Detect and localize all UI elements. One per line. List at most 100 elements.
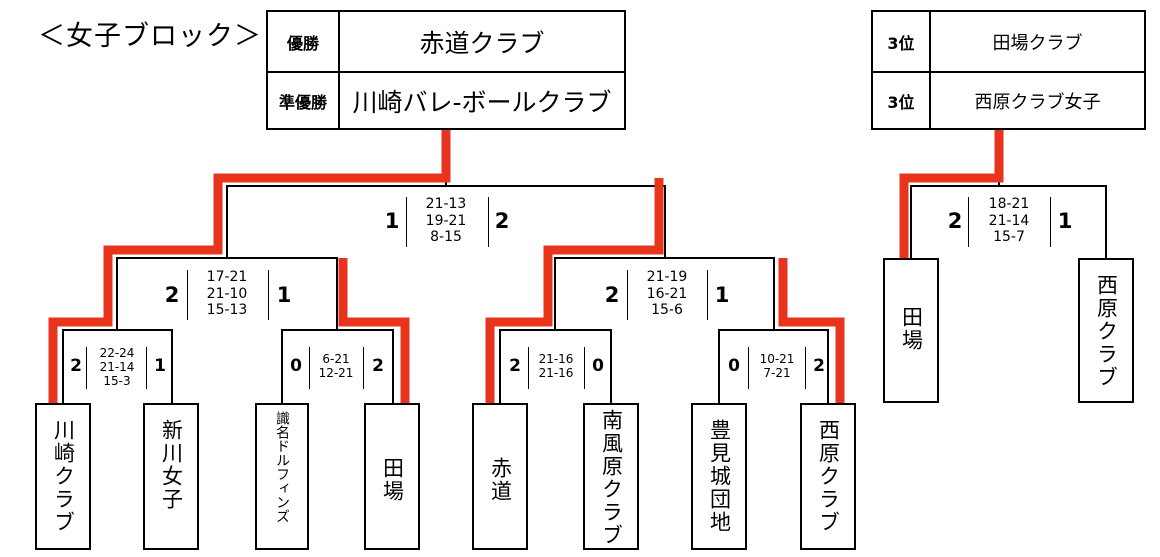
set-scores: 17-21 21-10 15-13: [192, 269, 262, 319]
right-match-score: 1: [154, 356, 166, 376]
bracket-line-third-place: [910, 185, 1107, 258]
table-divider: [268, 71, 624, 73]
page-title: ＜女子ブロック＞: [38, 21, 262, 52]
set-score: 17-21: [206, 269, 248, 285]
team-name: 南風原クラブ: [599, 409, 624, 547]
team-box: 川崎クラブ: [35, 403, 91, 550]
third-place-name-1: 田場クラブ: [992, 32, 1083, 54]
set-score: 21-13: [425, 196, 467, 212]
set-score: 21-19: [646, 269, 688, 285]
score-separator: [406, 197, 407, 247]
team-box: 西原クラブ: [1078, 258, 1134, 403]
left-match-score: 1: [384, 209, 400, 233]
left-match-score: 0: [290, 356, 302, 376]
winner-path-third-place: [899, 130, 1004, 258]
third-place-label-1: 3位: [873, 12, 931, 71]
third-place-result-table: 3位 田場クラブ 3位 西原クラブ女子: [871, 10, 1146, 130]
set-score: 15-6: [651, 302, 683, 319]
team-name: 西原クラブ: [816, 419, 841, 534]
score-separator: [627, 270, 628, 320]
right-match-score: 2: [494, 209, 510, 233]
score-separator: [146, 347, 147, 389]
left-match-score: 2: [70, 356, 82, 376]
bracket-black-lines: [62, 130, 1107, 403]
third-place-name-2: 西原クラブ女子: [974, 91, 1101, 113]
right-match-score: 2: [372, 356, 384, 376]
set-scores: 21-13 19-21 8-15: [410, 196, 482, 246]
winner-label: 優勝: [268, 12, 340, 71]
winner-path-kawasaki: [48, 130, 451, 403]
set-score: 19-21: [425, 212, 467, 229]
winner-path-nishihara-r1: [778, 258, 845, 403]
set-score: 8-15: [430, 229, 462, 246]
set-score: 12-21: [318, 366, 354, 381]
set-score: 21-16: [538, 352, 574, 366]
set-score: 15-13: [206, 302, 248, 319]
set-score: 10-21: [759, 352, 795, 366]
third-place-label-2: 3位: [873, 73, 931, 128]
runner-up-name: 川崎バレ-ボールクラブ: [352, 87, 612, 117]
score-separator: [86, 347, 87, 389]
winner-path-taba-r1: [338, 258, 410, 403]
set-score: 21-14: [99, 360, 135, 375]
team-box: 西原クラブ: [800, 403, 856, 550]
set-scores: 22-24 21-14 15-3: [91, 346, 143, 388]
set-scores: 6-21 12-21: [312, 352, 360, 380]
right-match-score: 0: [592, 356, 604, 376]
team-box: 田場: [364, 403, 420, 550]
team-box: 新川女子: [143, 403, 199, 550]
team-box: 豊見城団地: [691, 403, 747, 550]
set-score: 18-21: [988, 196, 1030, 212]
score-separator: [968, 197, 969, 247]
left-match-score: 2: [164, 283, 180, 307]
left-match-score: 2: [604, 283, 620, 307]
team-name: 田場: [899, 306, 924, 352]
left-match-score: 0: [728, 356, 740, 376]
right-match-score: 2: [813, 356, 825, 376]
set-scores: 21-19 16-21 15-6: [632, 269, 702, 319]
right-match-score: 1: [1057, 209, 1073, 233]
score-separator: [309, 347, 310, 389]
set-score: 21-16: [538, 366, 574, 381]
right-match-score: 1: [714, 283, 730, 307]
set-score: 21-10: [206, 285, 248, 302]
score-separator: [268, 270, 269, 320]
set-score: 7-21: [763, 366, 791, 381]
score-separator: [528, 347, 529, 389]
set-scores: 10-21 7-21: [751, 352, 803, 380]
right-match-score: 1: [276, 283, 292, 307]
team-box: 南風原クラブ: [583, 403, 639, 550]
left-match-score: 2: [509, 356, 521, 376]
third-place-row-1: 3位 田場クラブ: [873, 12, 1144, 71]
third-place-row-2: 3位 西原クラブ女子: [873, 73, 1144, 128]
set-score: 15-7: [993, 229, 1025, 246]
team-name: 豊見城団地: [707, 419, 732, 534]
table-divider: [873, 71, 1144, 73]
championship-result-table: 優勝 赤道クラブ 準優勝 川崎バレ-ボールクラブ: [266, 10, 626, 130]
score-separator: [805, 347, 806, 389]
set-score: 22-24: [99, 346, 135, 360]
score-separator: [748, 347, 749, 389]
winner-row: 優勝 赤道クラブ: [268, 12, 624, 71]
team-name: 識名ドルフィンズ: [274, 411, 290, 523]
score-separator: [707, 270, 708, 320]
team-name: 新川女子: [159, 419, 184, 511]
set-score: 16-21: [646, 285, 688, 302]
score-separator: [1050, 197, 1051, 247]
winner-name: 赤道クラブ: [419, 28, 545, 58]
team-name: 西原クラブ: [1094, 274, 1119, 389]
runner-up-label: 準優勝: [268, 73, 340, 128]
team-name: 田場: [380, 457, 405, 503]
team-name: 川崎クラブ: [51, 419, 76, 534]
team-name: 赤道: [488, 457, 513, 503]
runner-up-row: 準優勝 川崎バレ-ボールクラブ: [268, 73, 624, 128]
team-box: 識名ドルフィンズ: [255, 403, 309, 550]
score-separator: [187, 270, 188, 320]
bracket-winner-lines: [48, 130, 1004, 403]
set-score: 6-21: [322, 352, 350, 366]
team-box: 田場: [883, 258, 939, 403]
team-box: 赤道: [472, 403, 528, 550]
left-match-score: 2: [947, 209, 963, 233]
set-score: 21-14: [988, 212, 1030, 229]
